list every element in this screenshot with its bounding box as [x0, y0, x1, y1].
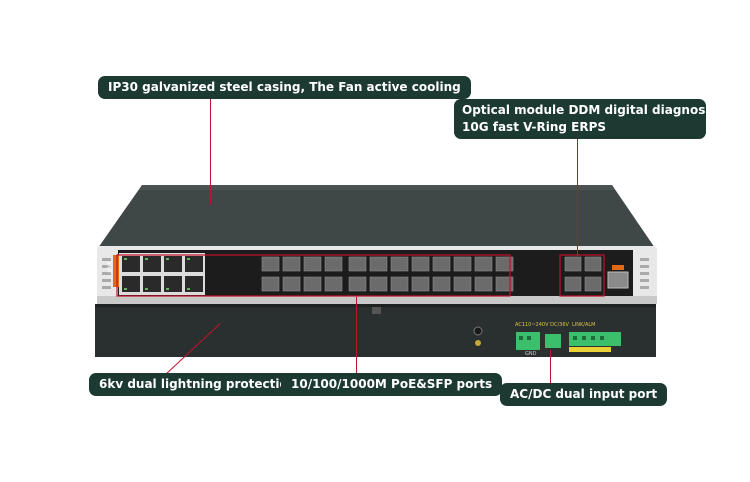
ground-label: GND — [525, 351, 537, 357]
casing-leader-line — [210, 97, 211, 205]
optical-callout-line2: 10G fast V-Ring ERPS — [462, 120, 607, 134]
optical-callout-line1: Optical module DDM digital diagnosis — [462, 103, 717, 117]
power-leader-line — [550, 350, 551, 384]
ports-highlight — [116, 254, 511, 297]
rj45-ports — [119, 253, 205, 295]
sfp-cages — [261, 256, 602, 292]
optical-callout: Optical module DDM digital diagnosis 10G… — [454, 99, 717, 139]
alarm-label: LINK/ALM — [572, 322, 596, 328]
ports-leader-line — [356, 297, 357, 374]
console-port — [607, 271, 629, 289]
uplink-highlight — [559, 254, 605, 297]
lightning-callout: 6kv dual lightning protection — [89, 373, 307, 396]
left-vent — [102, 258, 111, 289]
ports-callout: 10/100/1000M PoE&SFP ports — [281, 373, 503, 396]
right-vent — [640, 258, 649, 289]
power-input-label: AC110~240V DC/36V — [515, 322, 569, 328]
power-terminals — [516, 332, 621, 352]
chassis-top-cover — [98, 185, 655, 248]
optical-leader-line — [577, 138, 578, 256]
ground-screw — [473, 326, 483, 336]
front-badge: LINK — [107, 261, 114, 273]
casing-callout: IP30 galvanized steel casing, The Fan ac… — [98, 76, 471, 99]
power-callout: AC/DC dual input port — [500, 383, 668, 406]
